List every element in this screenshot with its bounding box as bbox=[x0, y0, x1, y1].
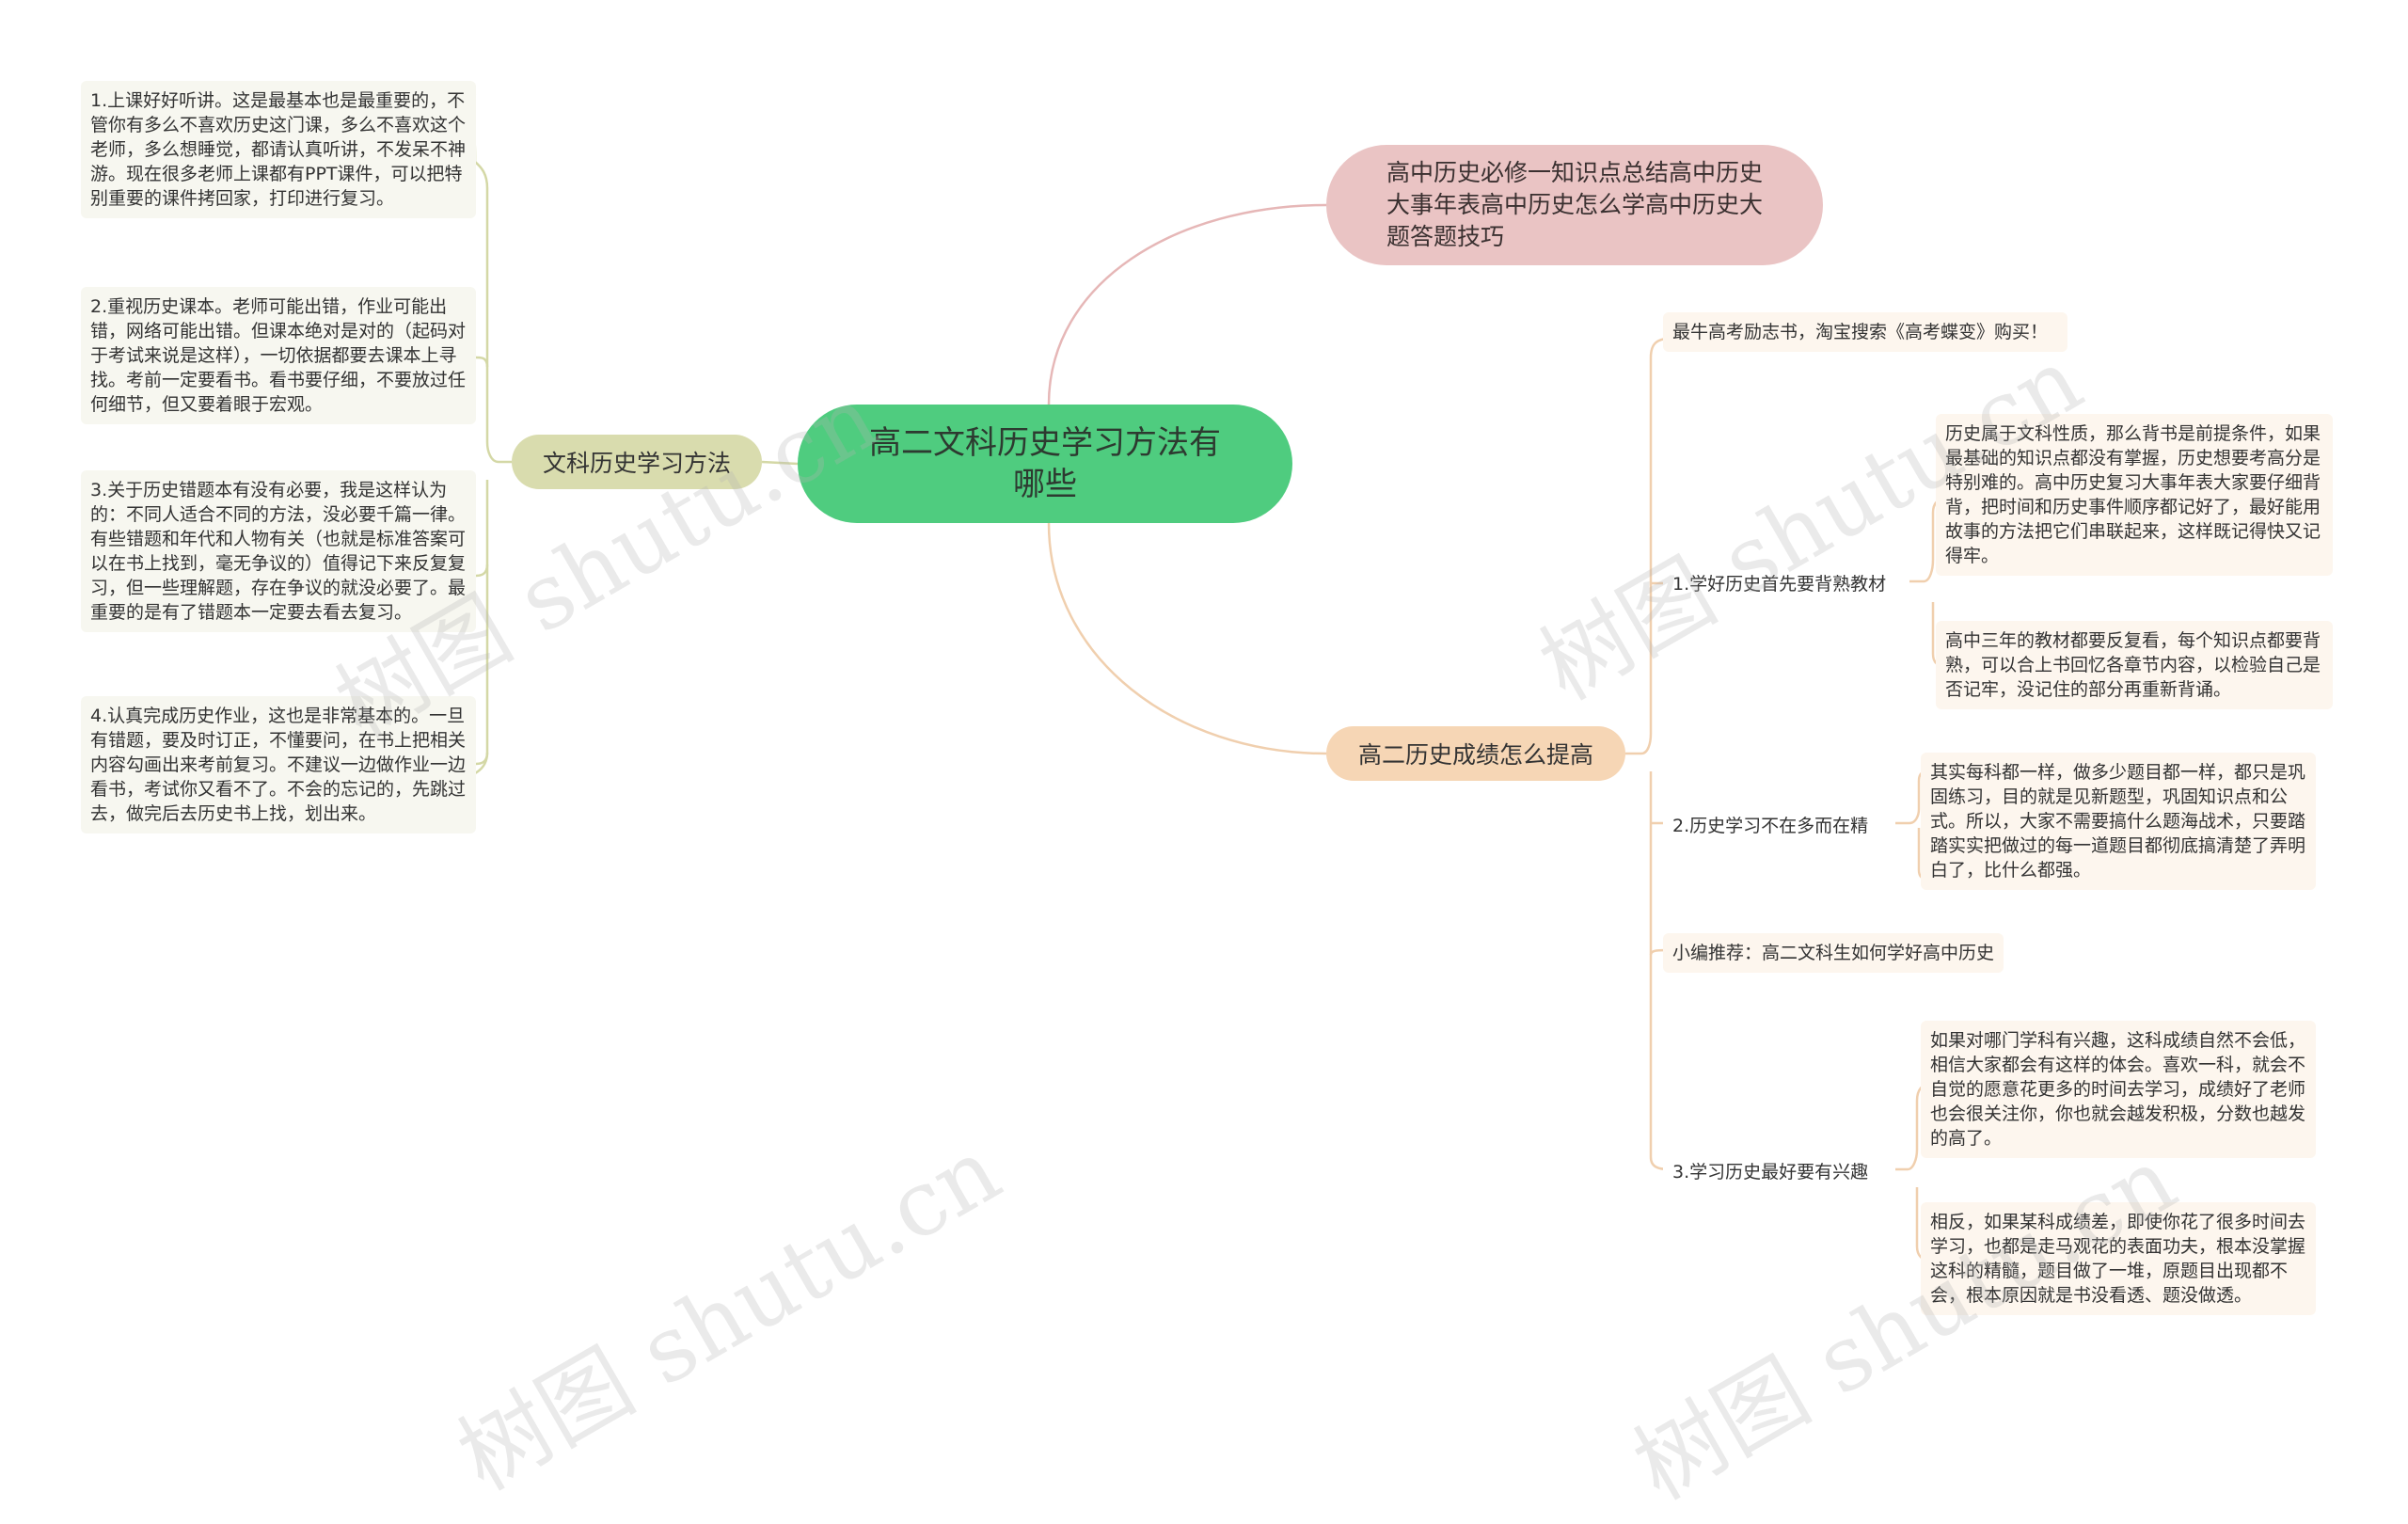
left-leaf-4[interactable]: 4.认真完成历史作业，这也是非常基本的。一旦有错题，要及时订正，不懂要问，在书上… bbox=[81, 696, 476, 833]
link-center-right bbox=[1047, 522, 1327, 755]
link-left-leaf4 bbox=[475, 752, 489, 766]
link-left-leaf2 bbox=[475, 356, 489, 368]
right-sub3-label[interactable]: 3.学习历史最好要有兴趣 bbox=[1663, 1152, 1878, 1192]
link-center-left bbox=[761, 460, 799, 466]
link-left-leaf3 bbox=[475, 564, 489, 578]
left-leaf-3[interactable]: 3.关于历史错题本有没有必要，我是这样认为的：不同人适合不同的方法，没必要千篇一… bbox=[81, 470, 476, 632]
left-leaf-1[interactable]: 1.上课好好听讲。这是最基本也是最重要的，不管你有多么不喜欢历史这门课，多么不喜… bbox=[81, 81, 476, 218]
branch-left-topic[interactable]: 文科历史学习方法 bbox=[512, 435, 762, 489]
branch-right-topic[interactable]: 高二历史成绩怎么提高 bbox=[1326, 726, 1625, 781]
right-sub1-label[interactable]: 1.学好历史首先要背熟教材 bbox=[1663, 564, 1896, 604]
link-right-trunk bbox=[1625, 337, 1671, 1171]
link-left-trunk bbox=[474, 161, 512, 775]
branch-top-topic[interactable]: 高中历史必修一知识点总结高中历史大事年表高中历史怎么学高中历史大题答题技巧 bbox=[1326, 145, 1823, 265]
sub1-leaf-1[interactable]: 历史属于文科性质，那么背书是前提条件，如果最基础的知识点都没有掌握，历史想要考高… bbox=[1936, 414, 2333, 576]
right-recommend-note[interactable]: 小编推荐：高二文科生如何学好高中历史 bbox=[1663, 933, 2004, 973]
left-leaf-2[interactable]: 2.重视历史课本。老师可能出错，作业可能出错，网络可能出错。但课本绝对是对的（起… bbox=[81, 287, 476, 424]
right-promo-note[interactable]: 最牛高考励志书，淘宝搜索《高考蝶变》购买！ bbox=[1663, 312, 2067, 352]
link-center-top bbox=[1047, 203, 1327, 405]
right-sub2-label[interactable]: 2.历史学习不在多而在精 bbox=[1663, 806, 1878, 846]
sub3-leaf-1[interactable]: 如果对哪门学科有兴趣，这科成绩自然不会低，相信大家都会有这样的体会。喜欢一科，就… bbox=[1921, 1021, 2316, 1158]
center-topic[interactable]: 高二文科历史学习方法有哪些 bbox=[798, 405, 1292, 523]
sub3-leaf-2[interactable]: 相反，如果某科成绩差，即使你花了很多时间去学习，也都是走马观花的表面功夫，根本没… bbox=[1921, 1202, 2316, 1315]
sub1-leaf-2[interactable]: 高中三年的教材都要反复看，每个知识点都要背熟，可以合上书回忆各章节内容，以检验自… bbox=[1936, 621, 2333, 709]
sub2-leaf-1[interactable]: 其实每科都一样，做多少题目都一样，都只是巩固练习，目的就是见新题型，巩固知识点和… bbox=[1921, 753, 2316, 890]
